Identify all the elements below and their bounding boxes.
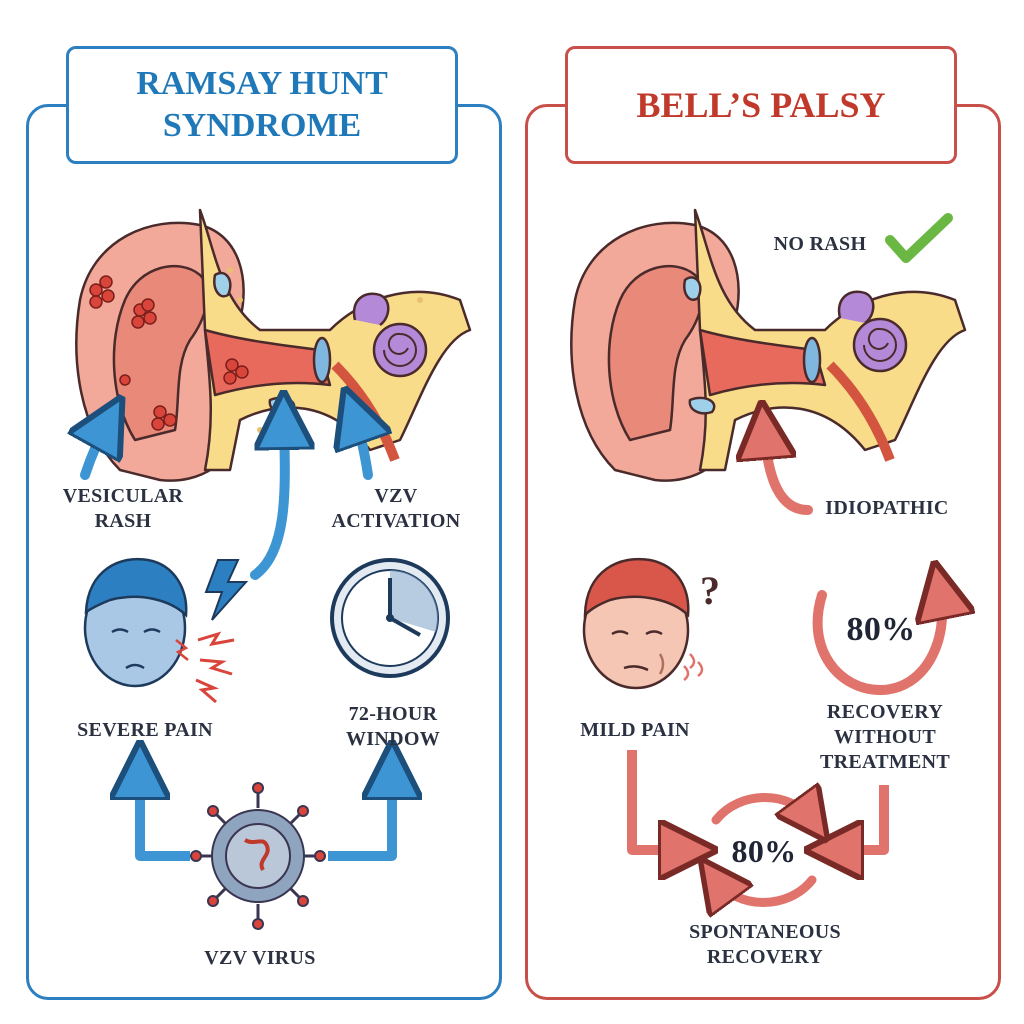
vesicular-rash-line2: RASH (94, 510, 152, 532)
virus-to-window-arrow (328, 770, 392, 861)
pain-to-ear-arrow (250, 420, 285, 580)
lightning-bolt-icon (204, 559, 249, 621)
ear-anatomy-left (75, 208, 472, 482)
mild-pain-label: MILD PAIN (580, 719, 690, 741)
spontaneous-recovery-label: SPONTANEOUS RECOVERY (670, 920, 860, 970)
vzv-virus-icon (190, 782, 326, 930)
ramsay-hunt-title-box: RAMSAY HUNT SYNDROME (66, 46, 458, 164)
spontaneous-cycle-arrow-top (711, 798, 812, 821)
severe-pain-label: SEVERE PAIN (77, 719, 213, 741)
window-line2: WINDOW (345, 728, 441, 750)
vesicular-rash-dots (89, 275, 249, 431)
mild-pain-face-icon (582, 557, 690, 690)
ear-anatomy-right (570, 208, 967, 482)
recovery-cycle-arrow (812, 590, 943, 696)
ramsay-hunt-title-line2: SYNDROME (162, 107, 362, 144)
recovery-line1: RECOVERY (826, 701, 944, 723)
pain-to-recovery-arrow (627, 750, 688, 850)
recovery-without-treatment-label: RECOVERY WITHOUT TREATMENT (800, 700, 970, 775)
rash-arrow (85, 422, 108, 480)
idiopathic-label: IDIOPATHIC (825, 497, 949, 519)
window-line1: 72-HOUR (348, 703, 438, 725)
pain-burst-icon (195, 631, 235, 704)
vesicular-rash-label: VESICULAR RASH (48, 484, 198, 534)
spontaneous-line2: RECOVERY (706, 946, 824, 968)
ramsay-hunt-title-line1: RAMSAY HUNT (136, 65, 388, 102)
spontaneous-percent: 80% (731, 833, 797, 869)
vzv-activation-line1: VZV (374, 485, 418, 507)
spontaneous-line1: SPONTANEOUS (689, 921, 841, 943)
window-label: 72-HOUR WINDOW (318, 702, 468, 752)
virus-to-pain-arrow (140, 770, 190, 861)
question-mark-icon: ? (700, 568, 720, 613)
bells-palsy-title-box: BELL’S PALSY (565, 46, 957, 164)
vzv-activation-line2: ACTIVATION (331, 510, 461, 532)
recovery-line3: TREATMENT (819, 751, 951, 773)
check-mark-icon (885, 213, 953, 263)
activation-arrow (354, 415, 368, 480)
recovery-percent: 80% (846, 611, 916, 648)
idiopathic-arrow (764, 430, 813, 515)
vzv-virus-label: VZV VIRUS (204, 947, 316, 969)
vesicular-rash-line1: VESICULAR (62, 485, 184, 507)
recovery-line2: WITHOUT (833, 726, 937, 748)
spontaneous-cycle-arrow-bottom (716, 880, 817, 903)
drooping-lines-icon (683, 653, 704, 681)
no-rash-label: NO RASH (773, 233, 867, 255)
vzv-activation-label: VZV ACTIVATION (316, 484, 476, 534)
treatment-to-recovery-arrow (834, 785, 889, 850)
clock-icon (330, 558, 450, 678)
bells-palsy-title: BELL’S PALSY (636, 85, 886, 125)
severe-pain-face-icon (83, 557, 189, 688)
